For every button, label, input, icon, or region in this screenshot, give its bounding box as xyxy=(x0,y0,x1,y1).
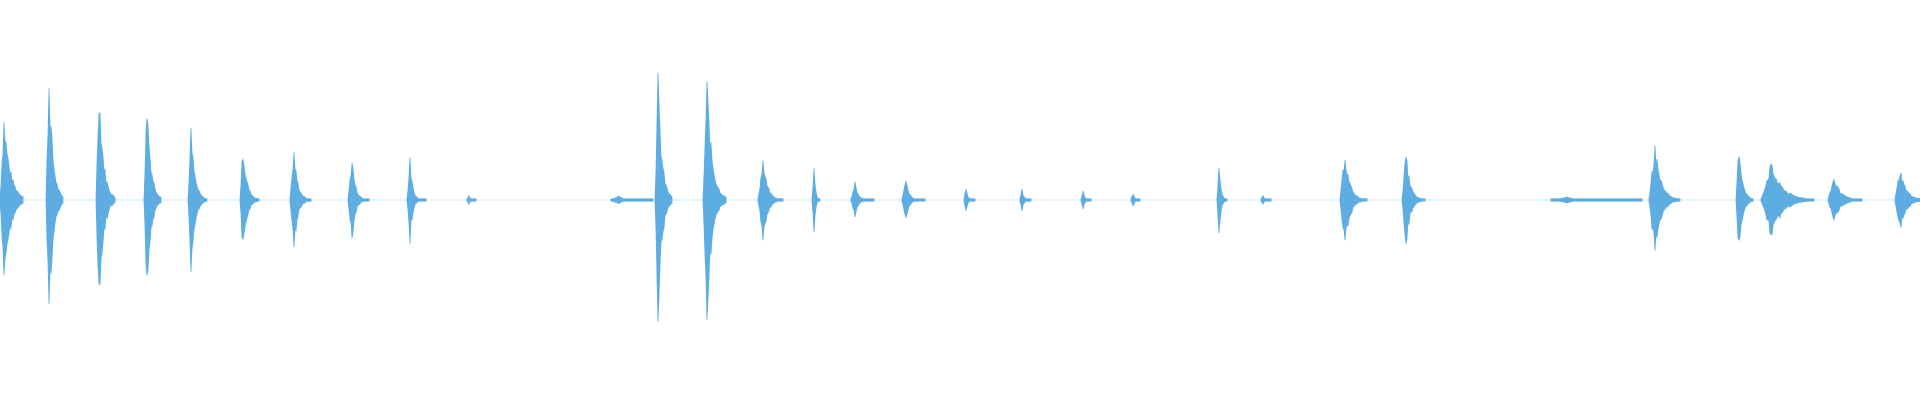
waveform-segment xyxy=(95,112,116,286)
waveform-segment xyxy=(289,152,312,247)
waveform-segment xyxy=(406,157,427,244)
waveform-segment xyxy=(811,168,821,233)
waveform-segment xyxy=(1216,168,1228,234)
waveform-segment xyxy=(963,187,976,212)
waveform-segment xyxy=(239,158,260,241)
waveform-segment xyxy=(0,122,24,276)
waveform-segment xyxy=(757,160,784,241)
waveform-segment xyxy=(1339,160,1368,241)
waveform-segment xyxy=(1260,194,1272,205)
waveform-segment xyxy=(1827,178,1863,222)
waveform-segment xyxy=(347,162,370,239)
waveform-segment xyxy=(1894,172,1920,228)
waveform-segment xyxy=(1019,188,1032,212)
waveform-segment xyxy=(187,128,208,272)
waveform-segment xyxy=(1401,155,1426,244)
waveform-segment xyxy=(850,181,875,218)
waveform-segment xyxy=(702,81,727,320)
waveform-segment xyxy=(1648,145,1681,251)
waveform-segment xyxy=(610,195,654,205)
waveform-segment xyxy=(1760,163,1815,236)
waveform-segment xyxy=(466,194,477,206)
waveform-segment xyxy=(654,72,673,322)
waveform-segment xyxy=(1080,190,1092,210)
waveform-segment xyxy=(45,88,64,305)
waveform-segment xyxy=(1130,193,1141,207)
waveform-segment xyxy=(901,179,926,219)
waveform-segment xyxy=(1550,196,1643,204)
waveform-segment xyxy=(1735,156,1754,242)
waveform-segment xyxy=(143,118,162,275)
